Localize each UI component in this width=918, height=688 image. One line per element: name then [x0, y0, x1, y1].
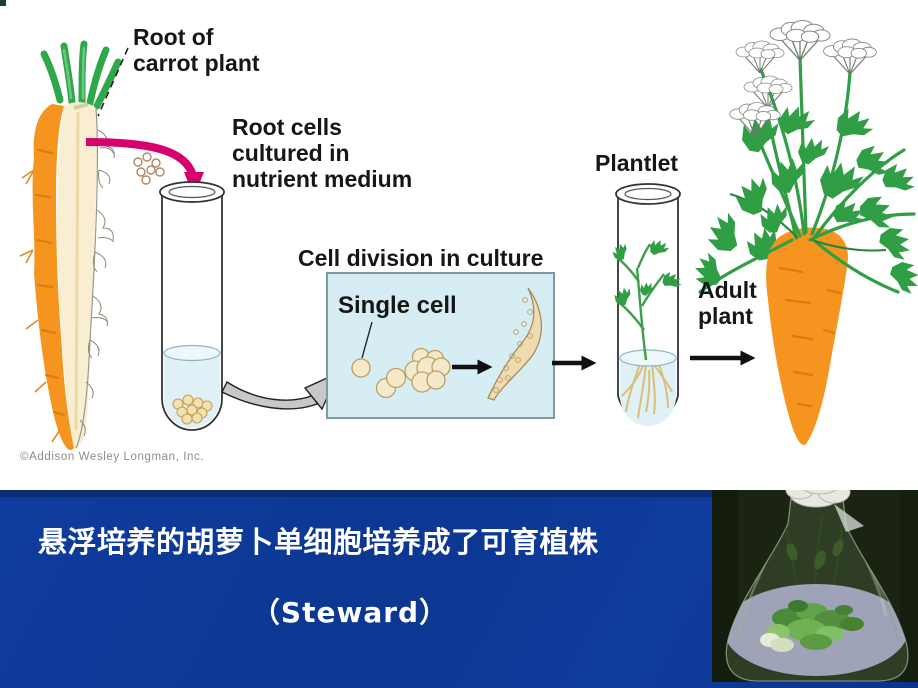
label-root-of-carrot-plant: Root of carrot plant — [133, 24, 260, 76]
label-cell-division-in-culture: Cell division in culture — [298, 245, 544, 271]
label-adult-plant: Adult plant — [698, 277, 757, 329]
label-plantlet: Plantlet — [595, 150, 679, 176]
caption-steward: （Steward） — [251, 596, 449, 629]
label-pointer-line — [97, 47, 129, 117]
diagram-artwork — [19, 19, 918, 451]
carrot-root-section-illustration — [19, 40, 122, 451]
label-root-cells-cultured: Root cells cultured in nutrient medium — [232, 114, 413, 192]
cotton-plug — [785, 490, 851, 508]
adult-carrot-plant-illustration — [692, 19, 918, 445]
caption-chinese-title: 悬浮培养的胡萝卜单细胞培养成了可育植株 — [38, 525, 599, 559]
plantlet-test-tube — [609, 183, 685, 426]
corner-artifact — [0, 0, 6, 6]
culture-flask-photo — [712, 490, 918, 682]
gray-transfer-arrow-icon — [221, 371, 340, 411]
culture-test-tube — [159, 181, 225, 431]
flask-photo-artwork — [712, 490, 918, 682]
cell-division-box — [326, 272, 555, 419]
freed-cells-dots — [133, 152, 165, 185]
label-single-cell: Single cell — [338, 292, 457, 319]
copyright-credit: ©Addison Wesley Longman, Inc. — [20, 451, 205, 463]
tissue-culture-diagram: Root of carrot plant Root cells cultured… — [0, 0, 918, 463]
